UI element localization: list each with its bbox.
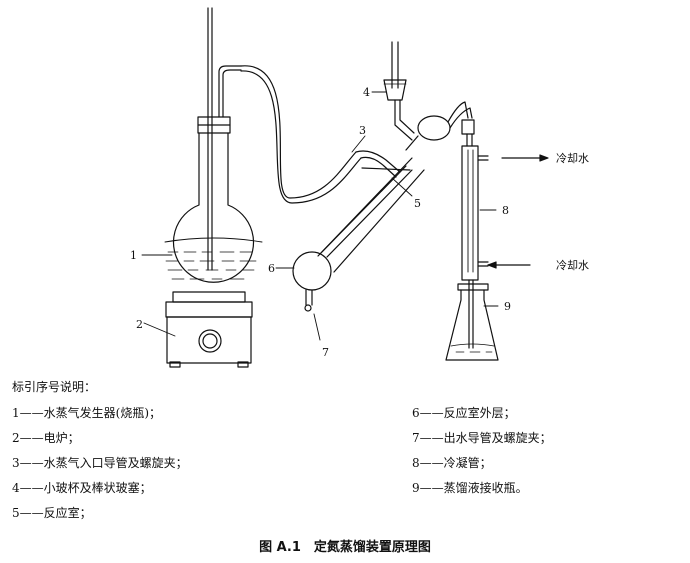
coolant-out-label: 冷却水 (556, 152, 589, 165)
funnel-cup (383, 41, 415, 141)
label-4: 4 (363, 86, 370, 99)
label-8: 8 (502, 204, 509, 217)
legend-item-8: 8——冷凝管； (412, 456, 492, 470)
legend-item-7: 7——出水导管及螺旋夹； (412, 431, 552, 445)
legend-title: 标引序号说明： (12, 380, 97, 394)
condenser (461, 119, 489, 349)
legend-item-9: 9——蒸馏液接收瓶。 (412, 481, 528, 495)
coolant-in-label: 冷却水 (556, 259, 589, 272)
label-7: 7 (322, 346, 329, 359)
legend-item-5: 5——反应室； (12, 506, 92, 520)
reaction-chamber (292, 157, 425, 312)
distillation-apparatus-diagram: 1 2 3 4 5 6 7 8 9 冷却水 冷却水 (130, 7, 589, 368)
label-9: 9 (504, 300, 511, 313)
steam-inlet-tube (355, 150, 401, 178)
steam-outlet-tube (218, 65, 242, 118)
legend-item-1: 1——水蒸气发生器(烧瓶)； (12, 406, 161, 420)
legend-item-2: 2——电炉； (12, 431, 80, 445)
legend-item-6: 6——反应室外层； (412, 406, 516, 420)
label-2: 2 (136, 318, 143, 331)
label-3: 3 (359, 124, 366, 137)
figure-caption: 图 A.1 定氮蒸馏装置原理图 (259, 540, 431, 555)
steam-hose (240, 65, 362, 204)
steam-generator-flask (164, 116, 263, 283)
label-1: 1 (130, 249, 137, 262)
leader-lines (141, 91, 499, 341)
electric-furnace (165, 291, 253, 368)
legend-item-3: 3——水蒸气入口导管及螺旋夹； (12, 456, 188, 470)
label-6: 6 (268, 262, 275, 275)
safety-tube (207, 7, 213, 271)
label-5: 5 (414, 197, 421, 210)
legend-item-4: 4——小玻杯及棒状玻塞； (12, 481, 152, 495)
splash-bulb (405, 101, 473, 151)
receiving-flask (445, 283, 499, 361)
